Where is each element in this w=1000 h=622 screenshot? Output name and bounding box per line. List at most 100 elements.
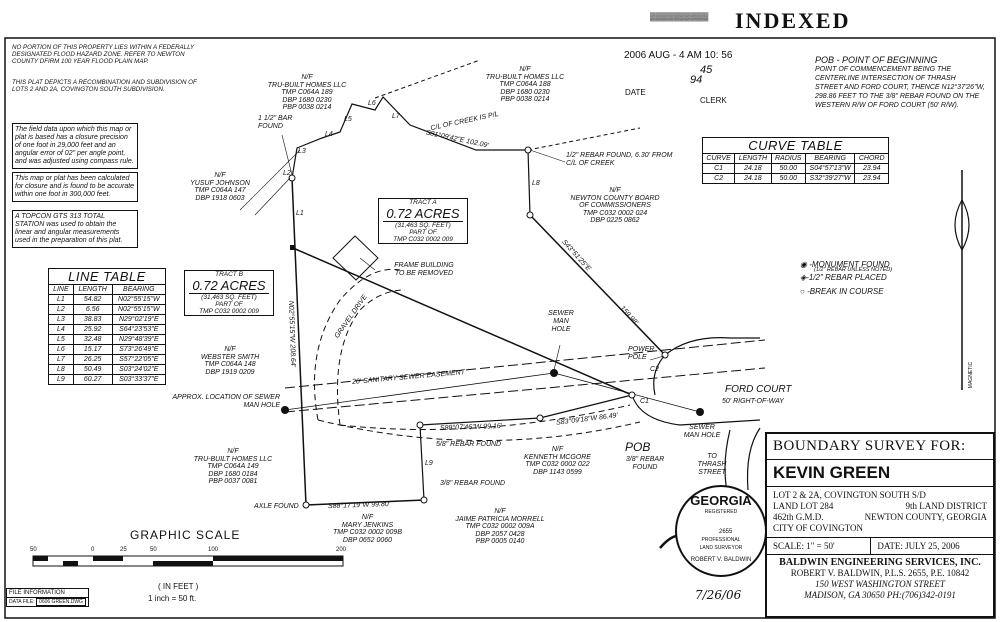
- south-boundary-2: [419, 417, 541, 426]
- curve-table-title: CURVE TABLE: [702, 137, 889, 154]
- signed-date: 7/26/06: [695, 588, 742, 602]
- file-info-label: DATA FILE:: [9, 599, 35, 605]
- file-information: FILE INFORMATION DATA FILE: 0606 GREEN.D…: [6, 588, 89, 607]
- legend-monument-sub: (1/2" REBAR UNLESS NOTED): [814, 267, 893, 273]
- sheet-border: [4, 37, 996, 619]
- line-l6-label: L6: [368, 100, 376, 107]
- monument: [416, 421, 424, 429]
- scale-ratio: 1 inch = 50 ft.: [148, 594, 197, 603]
- gravel-drive-south: [339, 404, 631, 430]
- firm-name: BALDWIN ENGINEERING SERVICES, INC.: [779, 557, 981, 568]
- graphic-scale-title: GRAPHIC SCALE: [130, 528, 241, 542]
- legend: ◉ -MONUMENT FOUND (1/2" REBAR UNLESS NOT…: [800, 260, 892, 296]
- tract-a-label: TRACT A 0.72 ACRES (31,463 SQ. FEET) PAR…: [378, 198, 468, 244]
- county: NEWTON COUNTY, GEORGIA: [864, 512, 987, 522]
- pob-rebar-label: 3/8" REBAR FOUND: [625, 456, 665, 471]
- tract-b-label: TRACT B 0.72 ACRES (31,463 SQ. FEET) PAR…: [184, 270, 274, 316]
- curve-header: RADIUS: [770, 153, 806, 164]
- seal-state: GEORGIA: [690, 493, 752, 508]
- monument: [661, 351, 669, 359]
- magnetic-north-label: MAGNETIC: [968, 361, 975, 389]
- recorded-stamp: ▓▓▓▓▓▓▓▓▓▓: [650, 12, 709, 21]
- sewer-easement-south: [284, 367, 766, 413]
- ford-court-label: FORD COURT: [725, 384, 792, 395]
- drawing-scale: SCALE: 1" = 50': [767, 538, 872, 554]
- curve-c2-label: C2: [650, 366, 659, 373]
- title-block: BOUNDARY SURVEY FOR: KEVIN GREEN LOT 2 &…: [765, 432, 995, 618]
- scale-tick: 50: [150, 547, 157, 553]
- scale-tick: 25: [120, 547, 127, 553]
- power-pole-label: POWER POLE: [628, 346, 655, 361]
- gravel-drive-south-2: [317, 419, 641, 441]
- curve-c1: [631, 394, 761, 426]
- line-l9-label: L9: [425, 460, 433, 467]
- monument: [420, 496, 428, 504]
- seal-land: LAND SURVEYOR: [699, 545, 743, 551]
- firm-address: 150 WEST WASHINGTON STREET: [815, 579, 945, 589]
- line-header: BEARING: [111, 284, 167, 295]
- l9-line: [419, 424, 425, 501]
- gravel-drive-west: [314, 268, 401, 421]
- monument: [302, 501, 310, 509]
- client-name: KEVIN GREEN: [767, 460, 993, 487]
- line-l1-label: L1: [296, 210, 304, 217]
- frame-building: [332, 235, 379, 281]
- scale-tick: 50: [30, 547, 37, 553]
- sewer-line-2: [553, 372, 701, 413]
- break-in-course-icon: ○: [800, 287, 805, 296]
- line-l5-label: L5: [344, 116, 352, 123]
- field-data-note: The field data upon which this map or pl…: [12, 123, 138, 169]
- pob-note-title: POB - POINT OF BEGINNING: [815, 55, 938, 65]
- creek-extension: [527, 127, 641, 151]
- south-boundary-3: [305, 499, 425, 506]
- curve-c2: [653, 354, 666, 396]
- right-of-way-label: 50' RIGHT-OF-WAY: [722, 398, 784, 405]
- line-l7-label: L7: [392, 113, 400, 120]
- gravel-drive-east: [337, 289, 406, 426]
- surveyor-seal: GEORGIA REGISTERED 2655 PROFESSIONAL LAN…: [675, 485, 767, 577]
- closure-note: This map or plat has been calculated for…: [12, 172, 138, 202]
- monument-found-icon: ◉: [800, 260, 807, 269]
- scale-tick: 200: [336, 547, 347, 553]
- line-l3-label: L3: [298, 148, 306, 155]
- tract-a-acres: 0.72 ACRES: [383, 206, 463, 222]
- sewer-manhole-label-2: SEWER MAN HOLE: [683, 424, 721, 439]
- pob-note: POB - POINT OF BEGINNING POINT OF COMMEN…: [815, 55, 985, 110]
- stamp-page-2: 94: [690, 74, 703, 86]
- flood-note: NO PORTION OF THIS PROPERTY LIES WITHIN …: [12, 44, 194, 66]
- scale-tick: 100: [208, 547, 219, 553]
- thrash-street-edge-2: [746, 427, 761, 491]
- legend-rebar: -1/2" REBAR PLACED: [806, 273, 887, 282]
- line-l8-label: L8: [532, 180, 540, 187]
- curve-header: BEARING: [804, 153, 856, 164]
- gmd: 462th G.M.D.: [773, 512, 824, 522]
- bar-found-label: 1 1/2" BAR FOUND: [258, 115, 293, 130]
- stamp-page-1: 45: [700, 64, 713, 76]
- south-boundary-1: [539, 394, 633, 419]
- legend-break: -BREAK IN COURSE: [807, 287, 884, 296]
- sewer-manhole: [550, 369, 558, 377]
- title-heading: BOUNDARY SURVEY FOR:: [767, 434, 993, 460]
- monument: [524, 146, 532, 154]
- west-boundary: [291, 177, 307, 506]
- surveyor-name: ROBERT V. BALDWIN, P.L.S. 2655, P.E. 108…: [790, 568, 970, 578]
- rebar-placed-icon: ◈: [800, 273, 807, 282]
- property-line-ext: [374, 59, 481, 99]
- line-table-title: LINE TABLE: [48, 268, 166, 285]
- tract-divider: [292, 247, 633, 396]
- scale-tick: 0: [91, 547, 95, 553]
